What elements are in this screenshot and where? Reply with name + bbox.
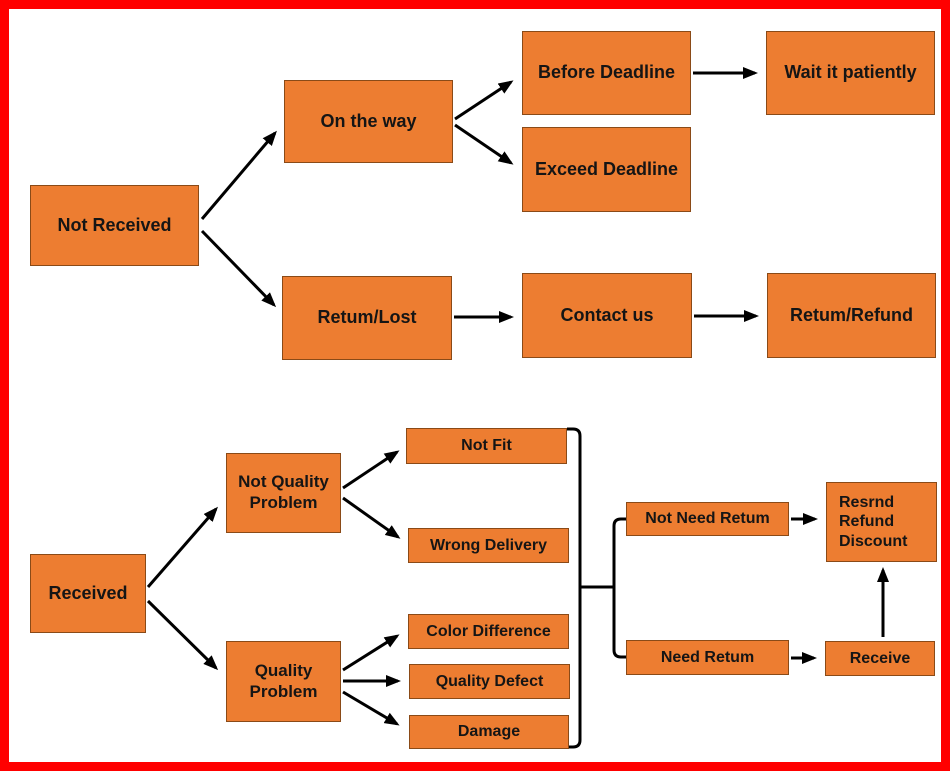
node-contact-us: Contact us — [522, 273, 692, 358]
node-not-received: Not Received — [30, 185, 199, 266]
node-before-deadline: Before Deadline — [522, 31, 691, 115]
node-damage: Damage — [409, 715, 569, 749]
node-not-need-retum: Not Need Retum — [626, 502, 789, 536]
arrow-not-received-to-on-the-way — [200, 130, 277, 220]
arrow-received-to-quality-problem — [146, 599, 219, 671]
arrow-on-the-way-to-exceed-deadline — [454, 123, 514, 165]
node-quality-problem: Quality Problem — [226, 641, 341, 722]
bracket-retum-choice — [612, 517, 626, 659]
node-not-fit: Not Fit — [406, 428, 567, 464]
bracket-outcomes — [567, 427, 582, 749]
node-retum-lost: Retum/Lost — [282, 276, 452, 360]
node-receive: Receive — [825, 641, 935, 676]
arrow-not-received-to-retum-lost — [200, 229, 277, 308]
node-wait-it-patiently: Wait it patiently — [766, 31, 935, 115]
arrow-quality-problem-to-color-difference — [342, 634, 400, 672]
arrow-received-to-not-quality-problem — [146, 506, 218, 588]
flowchart-edges — [146, 67, 889, 749]
arrow-quality-problem-to-damage — [342, 690, 400, 726]
node-not-quality-problem: Not Quality Problem — [226, 453, 341, 533]
node-retum-refund: Retum/Refund — [767, 273, 936, 358]
node-need-retum: Need Retum — [626, 640, 789, 675]
arrow-not-quality-problem-to-not-fit — [342, 450, 400, 490]
node-color-difference: Color Difference — [408, 614, 569, 649]
node-resrnd-refund-discount: Resrnd Refund Discount — [826, 482, 937, 562]
node-exceed-deadline: Exceed Deadline — [522, 127, 691, 212]
arrow-on-the-way-to-before-deadline — [454, 80, 514, 121]
node-wrong-delivery: Wrong Delivery — [408, 528, 569, 563]
node-received: Received — [30, 554, 146, 633]
node-on-the-way: On the way — [284, 80, 453, 163]
node-quality-defect: Quality Defect — [409, 664, 570, 699]
arrow-not-quality-problem-to-wrong-delivery — [342, 496, 401, 539]
